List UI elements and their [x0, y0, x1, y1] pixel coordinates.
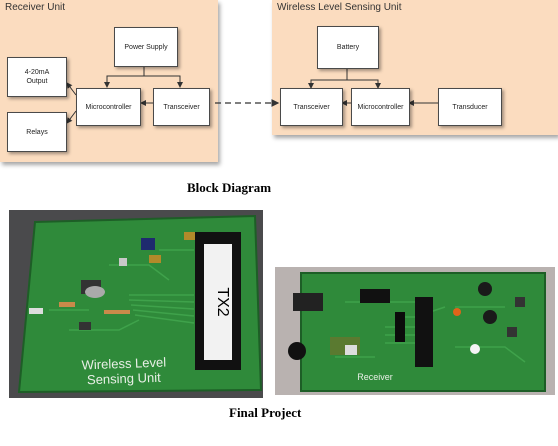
receiver-photo: Receiver	[275, 267, 555, 395]
output-block: 4-20mA Output	[7, 57, 67, 97]
capacitor	[141, 238, 155, 250]
power-supply-label: Power Supply	[124, 43, 168, 51]
receiver-silkscreen: Receiver	[357, 372, 393, 382]
power-supply-block: Power Supply	[114, 27, 178, 67]
receiver-transceiver-label: Transceiver	[163, 103, 200, 111]
capacitor-1	[478, 282, 492, 296]
block-diagram-caption: Block Diagram	[187, 180, 272, 195]
relays-block: Relays	[7, 112, 67, 152]
capacitor-2	[483, 310, 497, 324]
battery-label: Battery	[336, 44, 360, 51]
sensing-microcontroller-label: Microcontroller	[357, 103, 404, 111]
led	[453, 308, 461, 316]
ic-main	[415, 297, 433, 367]
relays-label: Relays	[26, 128, 48, 136]
receiver-unit-title: Receiver Unit	[5, 2, 66, 13]
block-diagram-connectors	[66, 66, 438, 124]
ic-small	[360, 289, 390, 303]
transducer-label: Transducer	[452, 103, 488, 111]
sensing-transceiver-label: Transceiver	[293, 103, 330, 111]
silkscreen-line1: Wireless Level	[81, 355, 166, 373]
sensing-unit-photo: TX2 Wireless Level Sensing Unit	[9, 210, 263, 398]
sensing-unit-title: Wireless Level Sensing Unit	[277, 2, 402, 13]
receiver-transceiver-block: Transceiver	[153, 88, 210, 126]
final-project-caption: Final Project	[229, 405, 302, 420]
receiver-microcontroller-block: Microcontroller	[76, 88, 141, 126]
tx2-label: TX2	[214, 287, 231, 316]
sensing-transceiver-block: Transceiver	[280, 88, 343, 126]
receiver-microcontroller-label: Microcontroller	[85, 103, 132, 111]
jack-top	[293, 293, 323, 311]
ic-label-area	[204, 244, 232, 360]
output-label: 4-20mA Output	[24, 69, 50, 85]
transducer-block: Transducer	[438, 88, 502, 126]
silkscreen-line2: Sensing Unit	[87, 370, 162, 388]
jack-bottom	[288, 342, 306, 360]
battery-block: Battery	[317, 26, 379, 69]
sensing-microcontroller-block: Microcontroller	[351, 88, 410, 126]
crystal	[85, 286, 105, 298]
